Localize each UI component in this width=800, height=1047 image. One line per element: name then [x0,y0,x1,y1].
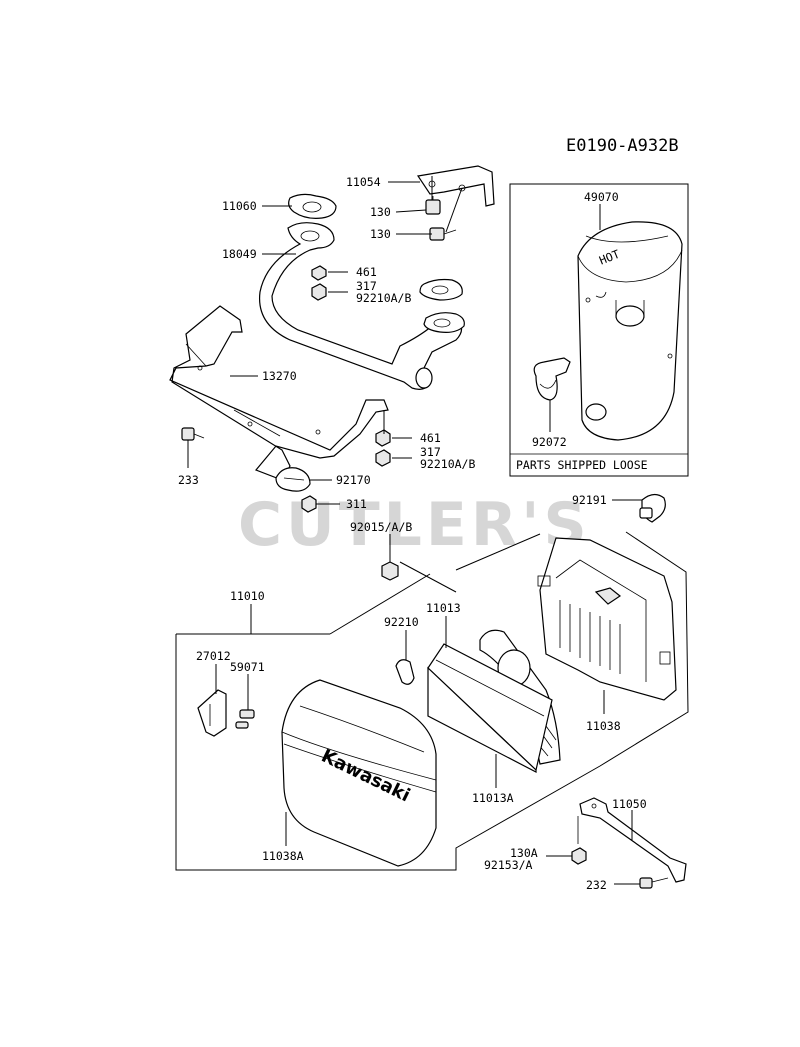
nut-311 [301,495,317,513]
bracket-13270 [169,305,389,481]
clamp-92072 [533,357,571,401]
group-outline-link [329,573,431,635]
group-outline [175,531,689,871]
label-18049: 18049 [222,247,257,261]
leader-lines [187,176,642,885]
label-11050: 11050 [612,797,647,811]
label-92191: 92191 [572,493,607,507]
muffler-49070: HOT [577,221,683,441]
group-outline-link-2 [455,533,541,571]
elbow-92191 [639,493,666,523]
diagram-code: E0190-A932B [566,136,679,156]
label-130A: 130A [510,846,538,860]
bolt-233 [181,427,205,441]
label-92170: 92170 [336,473,371,487]
nut-461-lower [375,429,391,447]
label-92015: 92015/A/B [350,520,412,534]
nut-317-upper [311,283,327,301]
label-92153: 92153/A [484,858,533,872]
loose-parts-box [509,183,689,477]
loose-parts-caption: PARTS SHIPPED LOOSE [516,458,648,472]
gasket-92210 [395,659,415,685]
label-27012: 27012 [196,649,231,663]
label-92072: 92072 [532,435,567,449]
bolt-232 [639,877,669,889]
label-11038: 11038 [586,719,621,733]
nut-92015 [381,561,399,581]
label-317-upper: 317 [356,279,377,293]
label-233: 233 [178,473,199,487]
label-13270: 13270 [262,369,297,383]
gasket-11060 [288,193,337,219]
watermark: CUTLER'S [238,490,591,560]
label-92210ab-lower: 92210A/B [420,457,475,471]
label-11010: 11010 [230,589,265,603]
label-232: 232 [586,878,607,892]
label-92210: 92210 [384,615,419,629]
nut-461-upper [311,265,327,281]
nut-317-lower [375,449,391,467]
label-59071: 59071 [230,660,265,674]
label-92210ab-upper: 92210A/B [356,291,411,305]
label-11013A: 11013A [472,791,514,805]
latch-27012 [197,689,227,737]
label-11013: 11013 [426,601,461,615]
label-461-upper: 461 [356,265,377,279]
exhaust-pipe-18049 [258,222,465,390]
label-130-upper: 130 [370,205,391,219]
label-461-lower: 461 [420,431,441,445]
bolt-130-lower [429,227,457,241]
label-317-lower: 317 [420,445,441,459]
bolt-130-upper [425,196,441,215]
cover-11038A: Kawasaki [281,679,437,867]
label-11060: 11060 [222,199,257,213]
base-11038 [537,537,677,701]
clamp-92170 [275,467,311,492]
label-11054: 11054 [346,175,381,189]
label-49070: 49070 [584,190,619,204]
bracket-11050 [579,797,687,883]
pin-59071 [235,709,255,729]
bolt-130A [571,816,587,865]
label-311: 311 [346,497,367,511]
label-11038A: 11038A [262,849,304,863]
label-130-lower: 130 [370,227,391,241]
precleaner-11013A [427,643,553,773]
